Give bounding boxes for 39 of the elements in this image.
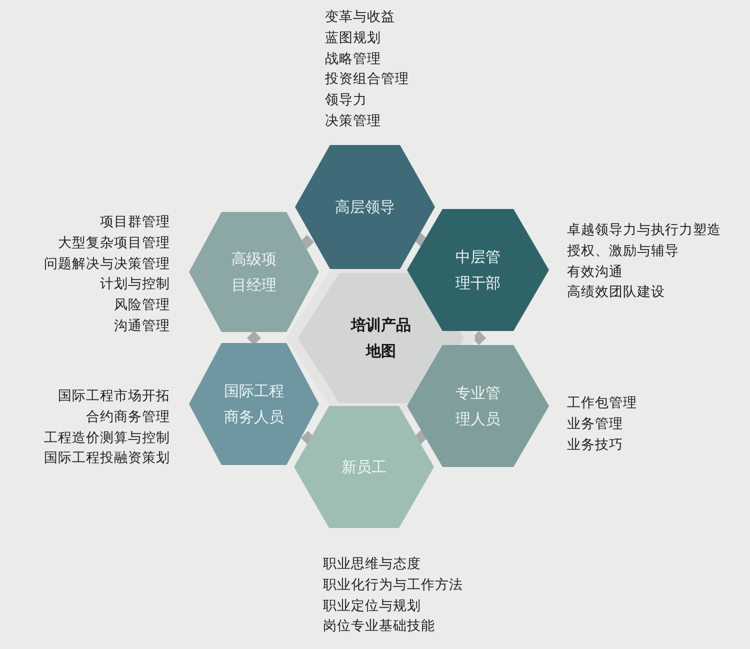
hexagon-node (294, 406, 434, 528)
node-label: 新员工 (340, 457, 388, 478)
list-item: 职业思维与态度 (323, 555, 421, 574)
node-label: 高层领导 (334, 197, 396, 218)
list-item: 决策管理 (325, 112, 381, 131)
list-item: 项目群管理 (100, 213, 170, 232)
list-item: 岗位专业基础技能 (323, 617, 435, 636)
list-item: 工程造价测算与控制 (44, 428, 170, 448)
hexagon-node (189, 212, 319, 332)
list-item: 国际工程市场开拓 (58, 387, 170, 406)
node-label: 专业管理人员 (454, 383, 502, 430)
node-label: 培训产品地图 (350, 315, 412, 362)
list-item: 职业定位与规划 (323, 596, 421, 616)
list-item: 战略管理 (325, 50, 381, 69)
node-label: 国际工程商务人员 (223, 381, 285, 428)
list-item: 卓越领导力与执行力塑造 (567, 221, 721, 240)
list-item: 变革与收益 (325, 8, 395, 27)
list-item: 沟通管理 (114, 316, 170, 336)
list-item: 职业化行为与工作方法 (323, 576, 463, 595)
node-label: 中层管理干部 (454, 247, 502, 294)
list-item: 授权、激励与辅导 (567, 242, 679, 261)
list-item: 合约商务管理 (86, 408, 170, 427)
list-item: 计划与控制 (100, 275, 170, 294)
list-item: 国际工程投融资策划 (44, 449, 170, 468)
node-label: 高级项目经理 (230, 249, 278, 296)
list-item: 业务技巧 (567, 436, 623, 455)
list-item: 领导力 (325, 91, 367, 110)
list-item: 风险管理 (114, 296, 170, 316)
list-item: 大型复杂项目管理 (58, 234, 170, 253)
list-item: 蓝图规划 (325, 28, 381, 48)
list-item: 工作包管理 (567, 394, 637, 413)
list-item: 投资组合管理 (325, 70, 409, 90)
hexagon-node (295, 145, 435, 269)
list-item: 高绩效团队建设 (567, 283, 665, 302)
list-item: 有效沟通 (567, 262, 623, 282)
list-item: 业务管理 (567, 414, 623, 434)
list-item: 问题解决与决策管理 (44, 254, 170, 274)
hexagon-node (189, 343, 319, 465)
hexagon-node (407, 345, 549, 467)
